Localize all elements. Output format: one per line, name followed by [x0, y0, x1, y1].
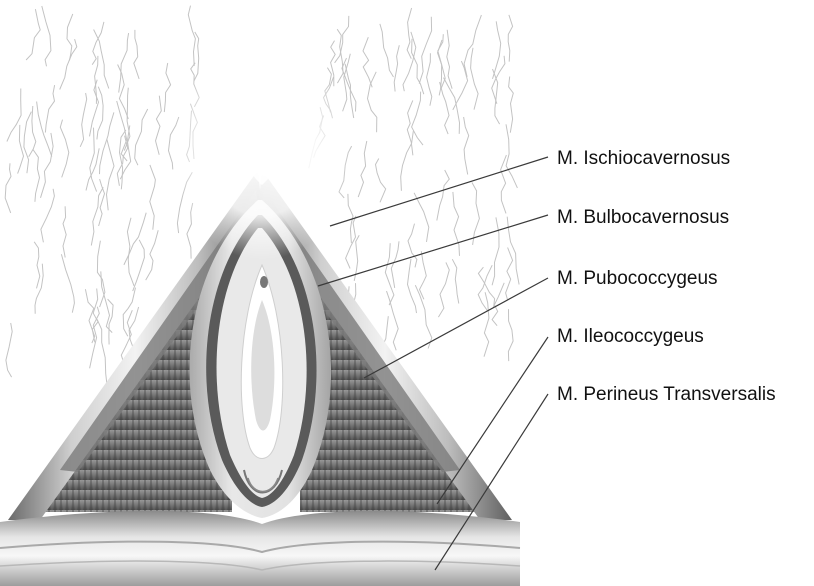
hair-strand	[401, 131, 414, 191]
hair-strand	[415, 285, 432, 348]
hair-strand	[508, 309, 513, 361]
hair-strand	[440, 82, 449, 134]
hair-strand	[156, 96, 162, 155]
hair-strand	[453, 192, 460, 256]
hair-strand	[492, 56, 505, 104]
hair-strand	[464, 117, 469, 175]
hair-strand	[41, 189, 55, 243]
hair-strand	[472, 182, 480, 245]
hair-strand	[412, 39, 424, 94]
hair-strand	[24, 112, 32, 174]
hair-strand	[376, 159, 386, 203]
label-bulbocavernosus: M. Bulbocavernosus	[557, 207, 729, 228]
hair-strand	[343, 54, 351, 112]
hair-strand	[420, 251, 427, 299]
perineus-transversalis-muscle	[0, 511, 520, 586]
hair-strand	[61, 254, 74, 313]
hair-strand	[412, 92, 423, 146]
hair-strand	[108, 299, 114, 344]
hair-strand	[508, 15, 512, 62]
hair-strand	[358, 141, 367, 197]
hair-strand	[437, 170, 450, 221]
hair-strand	[33, 149, 40, 201]
hair-strand	[86, 148, 99, 190]
hair-strand	[368, 72, 377, 132]
label-pubococcygeus: M. Pubococcygeus	[557, 268, 718, 289]
hair-strand	[363, 37, 372, 87]
hair-strand	[97, 319, 107, 388]
hair-strand	[133, 240, 145, 291]
hair-strand	[452, 259, 459, 303]
leader-line-pubococcygeus	[364, 278, 548, 378]
hair-strand	[484, 292, 489, 356]
hair-strand	[501, 155, 507, 213]
hair-strand	[506, 124, 517, 188]
hair-strand	[506, 248, 513, 301]
hair-strand	[478, 267, 494, 308]
mons-glow	[172, 40, 352, 260]
hair-strand	[471, 48, 479, 110]
hair-strand	[35, 264, 43, 314]
hair-strand	[146, 230, 159, 280]
hair-strand	[7, 89, 21, 142]
hair-strand	[419, 17, 431, 84]
hair-strand	[127, 218, 134, 286]
hair-strand	[42, 6, 51, 66]
hair-strand	[414, 193, 429, 242]
hair-strand	[60, 39, 77, 89]
hair-strand	[29, 106, 36, 157]
hair-strand	[63, 206, 66, 257]
hair-strand	[34, 242, 40, 289]
hair-strand	[135, 109, 148, 165]
hair-strand	[492, 217, 499, 285]
hair-strand	[18, 125, 24, 174]
hair-strand	[380, 24, 394, 77]
hair-strand	[5, 163, 11, 213]
hair-strand	[408, 224, 417, 268]
hair-strand	[134, 30, 139, 79]
hair-strand	[164, 63, 170, 112]
hair-strand	[394, 45, 399, 91]
hair-strand	[342, 58, 356, 111]
hair-strand	[124, 213, 146, 265]
hair-strand	[90, 128, 97, 192]
hair-strand	[37, 102, 52, 157]
leader-line-ischiocavernosus	[330, 157, 548, 226]
hair-strand	[188, 6, 195, 66]
hair-strand	[509, 77, 514, 133]
hair-strand	[6, 323, 12, 377]
hair-strand	[150, 165, 156, 230]
hair-strand	[97, 87, 103, 140]
hair-strand	[464, 15, 481, 77]
hair-strand	[107, 139, 115, 210]
label-group: M. Ischiocavernosus M. Bulbocavernosus M…	[557, 148, 776, 405]
hair-strand	[478, 265, 492, 310]
hair-strand	[99, 179, 105, 226]
hair-strand	[447, 30, 452, 89]
hair-strand	[92, 289, 98, 343]
hair-strand	[427, 53, 432, 105]
label-perineus-transversalis: M. Perineus Transversalis	[557, 384, 776, 405]
hair-strand	[493, 21, 501, 79]
label-ischiocavernosus: M. Ischiocavernosus	[557, 148, 730, 169]
hair-strand	[60, 120, 69, 178]
hair-strand	[45, 85, 54, 132]
leader-line-bulbocavernosus	[318, 215, 548, 286]
hair-strand	[438, 262, 449, 317]
hair-strand	[391, 241, 399, 288]
label-ileococcygeus: M. Ileococcygeus	[557, 326, 704, 347]
hair-strand	[80, 93, 87, 147]
hair-strand	[26, 9, 40, 60]
